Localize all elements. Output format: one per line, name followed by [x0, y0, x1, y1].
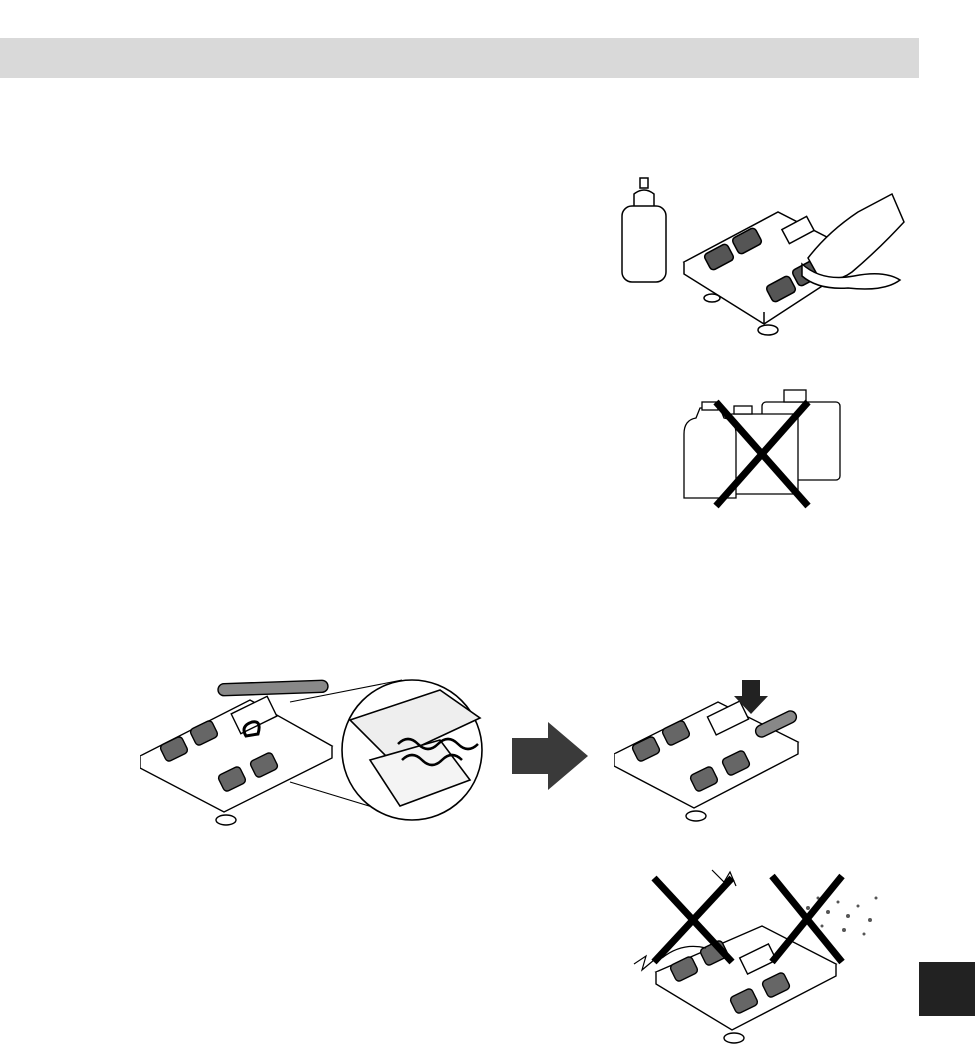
grip-stored-illustration [614, 680, 806, 828]
scale-icon [140, 680, 332, 825]
cable-storage-illustration [140, 660, 490, 838]
thumb-tab-right [919, 962, 975, 1016]
section-header-band [0, 38, 919, 78]
cleaning-illustration [608, 172, 908, 347]
scale-icon [614, 701, 798, 821]
right-arrow-icon [512, 722, 588, 790]
containers-icon [684, 390, 840, 498]
scale-icon [656, 926, 836, 1043]
no-solvents-illustration [680, 384, 845, 509]
cross-icon-left [654, 878, 732, 962]
bottle-icon [622, 178, 666, 282]
no-shock-no-dust-illustration [632, 868, 882, 1048]
zoom-circle [342, 680, 482, 820]
